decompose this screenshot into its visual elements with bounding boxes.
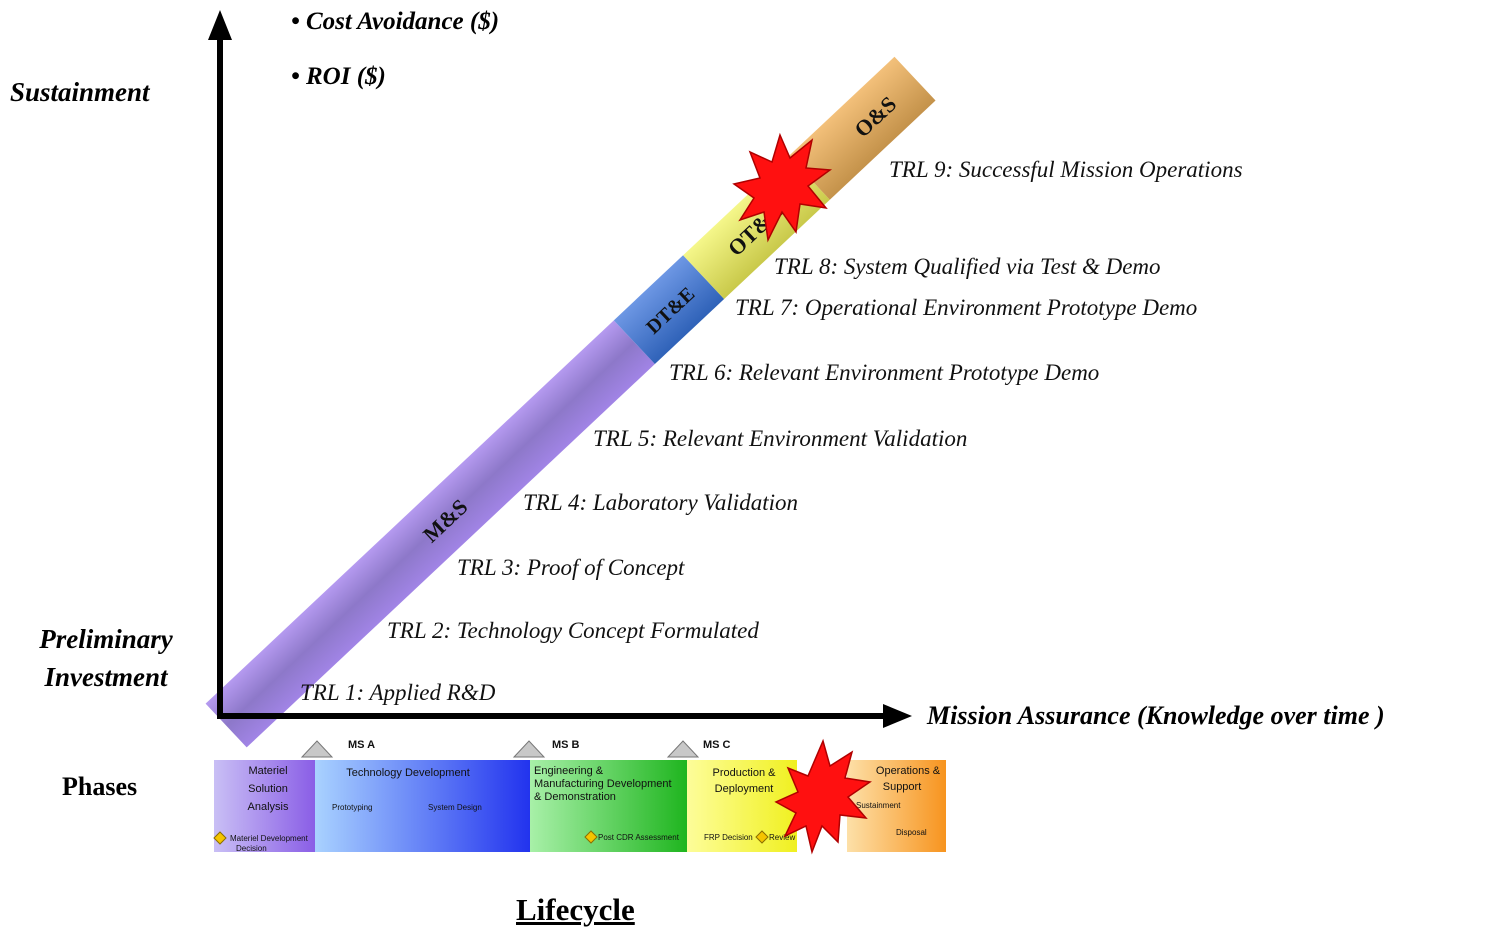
milestone-a-label: MS A bbox=[348, 739, 375, 751]
svg-text:Decision: Decision bbox=[236, 844, 267, 853]
trl-5-label: TRL 5: Relevant Environment Validation bbox=[593, 426, 968, 451]
trl-7-label: TRL 7: Operational Environment Prototype… bbox=[735, 295, 1198, 320]
trl-4-label: TRL 4: Laboratory Validation bbox=[523, 490, 798, 515]
milestone-c-triangle-icon bbox=[666, 740, 700, 758]
svg-text:Analysis: Analysis bbox=[248, 801, 289, 813]
preliminary-label-line2: Investment bbox=[44, 662, 168, 692]
review-diamond-icon bbox=[755, 830, 769, 844]
svg-text:Technology Development: Technology Development bbox=[346, 767, 470, 779]
band-segment-dte bbox=[613, 255, 725, 365]
trl-6-label: TRL 6: Relevant Environment Prototype De… bbox=[669, 360, 1100, 385]
trl-2-label: TRL 2: Technology Concept Formulated bbox=[387, 618, 759, 643]
svg-text:Materiel Development: Materiel Development bbox=[230, 834, 309, 843]
decision-diamond-icon bbox=[213, 831, 227, 845]
svg-text:Post CDR Assessment: Post CDR Assessment bbox=[598, 833, 680, 842]
svg-text:Review: Review bbox=[769, 833, 795, 842]
svg-text:Manufacturing Development: Manufacturing Development bbox=[534, 778, 672, 790]
svg-text:Support: Support bbox=[883, 781, 922, 793]
svg-text:System Design: System Design bbox=[428, 803, 482, 812]
milestone-c-label: MS C bbox=[703, 739, 731, 751]
lifecycle-label: Lifecycle bbox=[516, 892, 635, 927]
milestone-b-triangle-icon bbox=[512, 740, 546, 758]
phase-box-pd: Production & Deployment FRP Decision Rev… bbox=[687, 760, 797, 852]
svg-text:Operations &: Operations & bbox=[876, 765, 941, 777]
preliminary-label-line1: Preliminary bbox=[39, 624, 173, 654]
cost-avoidance-label: • Cost Avoidance ($) bbox=[291, 8, 500, 35]
svg-text:FRP Decision: FRP Decision bbox=[704, 833, 753, 842]
band-segment-os bbox=[788, 56, 936, 200]
phase-box-td: Technology Development Prototyping Syste… bbox=[315, 760, 530, 852]
trl-3-label: TRL 3: Proof of Concept bbox=[457, 555, 685, 580]
y-axis-arrow-icon bbox=[208, 10, 232, 40]
x-axis-arrow-icon bbox=[883, 704, 912, 728]
svg-text:Prototyping: Prototyping bbox=[332, 803, 372, 812]
svg-text:Sustainment: Sustainment bbox=[856, 801, 901, 810]
mission-assurance-label: Mission Assurance (Knowledge over time ) bbox=[927, 701, 1385, 730]
roi-label: • ROI ($) bbox=[291, 63, 386, 90]
sustainment-label: Sustainment bbox=[10, 77, 150, 107]
milestone-b-label: MS B bbox=[552, 739, 580, 751]
assessment-diamond-icon bbox=[584, 830, 598, 844]
svg-text:Engineering &: Engineering & bbox=[534, 765, 604, 777]
svg-text:Disposal: Disposal bbox=[896, 828, 927, 837]
phase-box-msa: Materiel Solution Analysis Materiel Deve… bbox=[213, 760, 315, 853]
band-segment-ms bbox=[205, 320, 655, 748]
burst-icon bbox=[732, 132, 833, 243]
svg-text:Materiel: Materiel bbox=[248, 765, 287, 777]
phase-burst-icon bbox=[774, 738, 872, 855]
phases-label: Phases bbox=[62, 772, 138, 801]
trl-9-label: TRL 9: Successful Mission Operations bbox=[889, 157, 1243, 182]
preliminary-investment-label: Preliminary Investment bbox=[0, 620, 212, 696]
milestone-a-triangle-icon bbox=[300, 740, 334, 758]
phase-box-os: Operations & Support Sustainment Disposa… bbox=[847, 760, 946, 852]
svg-text:Deployment: Deployment bbox=[715, 783, 774, 795]
trl-1-label: TRL 1: Applied R&D bbox=[300, 680, 496, 705]
svg-text:Solution: Solution bbox=[248, 783, 288, 795]
svg-text:& Demonstration: & Demonstration bbox=[534, 791, 616, 803]
svg-text:Production &: Production & bbox=[713, 767, 777, 779]
phase-box-emd: Engineering & Manufacturing Development … bbox=[530, 760, 687, 852]
trl-8-label: TRL 8: System Qualified via Test & Demo bbox=[774, 254, 1161, 279]
